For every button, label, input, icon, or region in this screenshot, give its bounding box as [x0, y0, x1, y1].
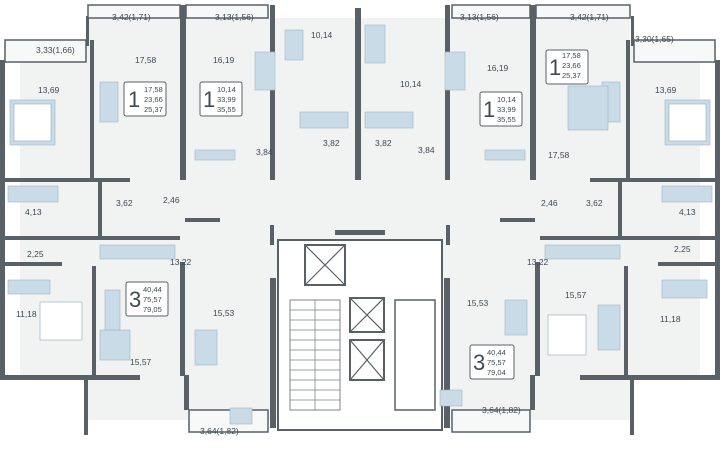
room-area-label: 15,57 [130, 357, 152, 367]
apartment-area: 75,57 [487, 358, 506, 367]
room-area-label: 16,19 [213, 55, 235, 65]
room-area-label: 3,84 [256, 147, 273, 157]
apartment-room-count: 3 [129, 287, 141, 312]
apartment-area: 23,66 [562, 61, 581, 70]
room-area-label: 2,25 [27, 249, 44, 259]
room-area-label: 13,22 [527, 257, 549, 267]
apartment-room-count: 1 [203, 87, 215, 112]
room-area-label: 2,46 [541, 198, 558, 208]
room-area-label: 13,69 [655, 85, 677, 95]
room-labels: 17,58 16,19 10,14 10,14 16,19 17,58 13,6… [16, 30, 696, 367]
furniture [7, 24, 713, 425]
apartment-area: 75,57 [143, 295, 162, 304]
room-area-label: 10,14 [311, 30, 333, 40]
room-area-label: 13,22 [170, 257, 192, 267]
room-area-label: 11,18 [16, 309, 37, 319]
balcony-label: 3,64(1,82) [482, 405, 521, 415]
apartment-card: 1 17,58 23,66 25,37 [123, 81, 167, 117]
apartment-living-area: 40,44 [143, 285, 162, 294]
apartment-area: 33,99 [497, 105, 516, 114]
room-area-label: 3,82 [323, 138, 340, 148]
balcony-labels: 3,42(1,71) 3,13(1,56) 3,13(1,56) 3,42(1,… [36, 12, 674, 436]
room-area-label: 10,14 [400, 79, 422, 89]
room-area-label: 3,62 [586, 198, 603, 208]
apartment-total-area: 35,55 [217, 105, 236, 114]
outer-walls [0, 5, 720, 435]
balcony-label: 3,42(1,71) [112, 12, 151, 22]
room-area-label: 11,18 [660, 314, 681, 324]
building-core [277, 239, 443, 431]
balcony-label: 3,13(1,56) [460, 12, 499, 22]
apartment-card: 3 40,44 75,57 79,05 [125, 281, 169, 317]
apartment-room-count: 1 [483, 97, 495, 122]
room-area-label: 13,69 [38, 85, 60, 95]
balcony-label: 3,42(1,71) [570, 12, 609, 22]
apartment-living-area: 10,14 [497, 95, 516, 104]
room-area-label: 2,25 [674, 244, 691, 254]
apartment-total-area: 79,04 [487, 368, 506, 377]
balcony-label: 3,13(1,56) [215, 12, 254, 22]
room-area-label: 16,19 [487, 63, 509, 73]
apartment-card: 1 10,14 33,99 35,55 [479, 91, 523, 127]
apartment-total-area: 35,55 [497, 115, 516, 124]
balcony-label: 3,33(1,66) [36, 45, 75, 55]
apartment-area: 33,99 [217, 95, 236, 104]
apartment-area: 23,66 [144, 95, 163, 104]
room-area-label: 17,58 [135, 55, 157, 65]
room-area-label: 4,13 [25, 207, 42, 217]
apartment-room-count: 1 [549, 55, 561, 80]
balcony-label: 3,30(1,65) [635, 34, 674, 44]
balcony-label: 3,64(1,82) [200, 426, 239, 436]
room-area-label: 15,53 [213, 308, 235, 318]
room-area-label: 4,13 [679, 207, 696, 217]
apartment-living-area: 17,58 [562, 51, 581, 60]
room-area-label: 17,58 [548, 150, 570, 160]
apartment-room-count: 1 [128, 87, 140, 112]
apartment-total-area: 25,37 [562, 71, 581, 80]
room-area-label: 3,62 [116, 198, 133, 208]
room-area-label: 15,57 [565, 290, 587, 300]
apartment-card: 1 10,14 33,99 35,55 [199, 81, 243, 117]
room-area-label: 3,82 [375, 138, 392, 148]
apartment-room-count: 3 [473, 350, 485, 375]
room-area-label: 2,46 [163, 195, 180, 205]
apartment-total-area: 25,37 [144, 105, 163, 114]
apartment-living-area: 40,44 [487, 348, 506, 357]
apartment-living-area: 10,14 [217, 85, 236, 94]
room-area-label: 15,53 [467, 298, 489, 308]
apartment-card: 1 17,58 23,66 25,37 [545, 49, 589, 85]
apartment-total-area: 79,05 [143, 305, 162, 314]
room-area-label: 3,84 [418, 145, 435, 155]
apartment-card: 3 40,44 75,57 79,04 [469, 344, 515, 380]
apartment-living-area: 17,58 [144, 85, 163, 94]
